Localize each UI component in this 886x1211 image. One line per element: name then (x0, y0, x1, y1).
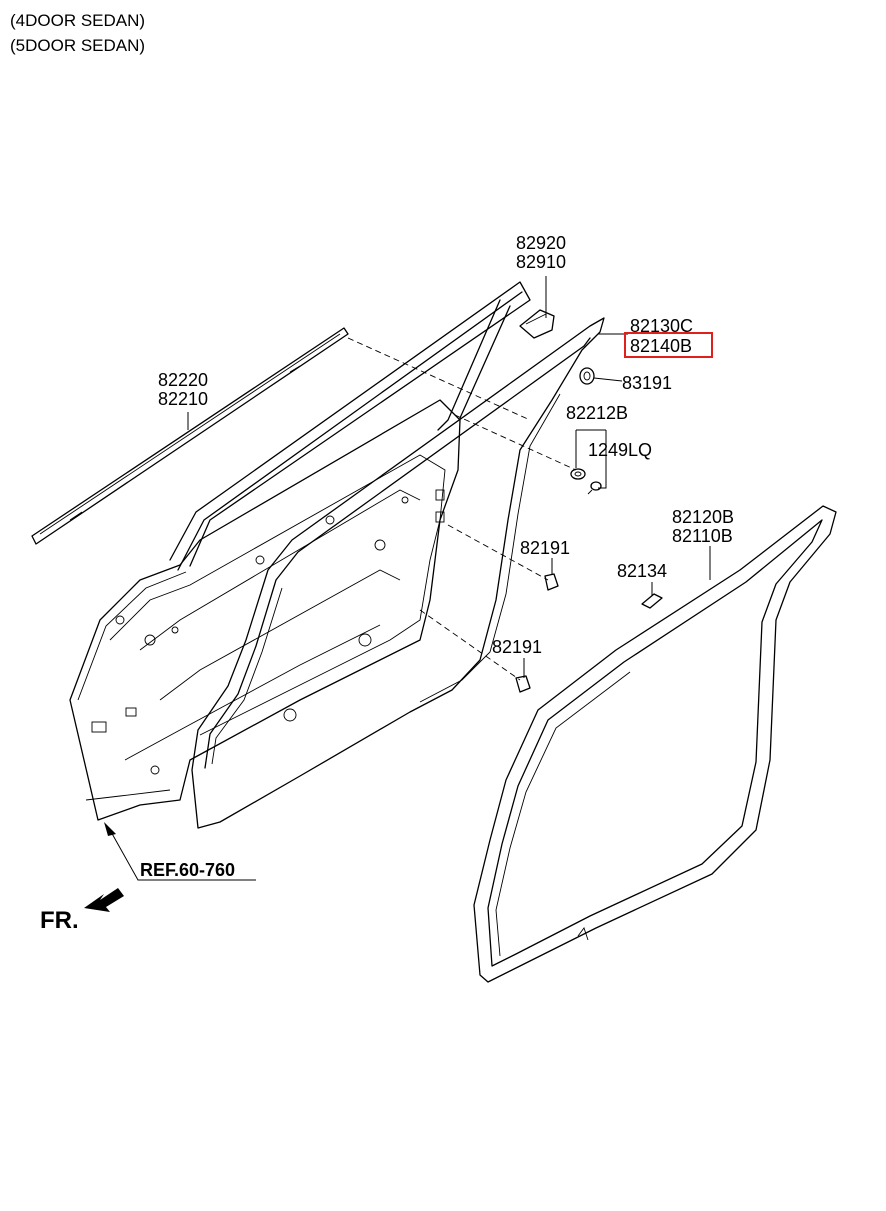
label-1249lq[interactable]: 1249LQ (588, 440, 652, 460)
label-ref[interactable]: REF.60-760 (140, 860, 235, 880)
label-82191-lower[interactable]: 82191 (492, 637, 542, 657)
label-82210[interactable]: 82210 (158, 389, 208, 409)
label-82910[interactable]: 82910 (516, 252, 566, 272)
plug-82191-upper (544, 573, 559, 591)
body-weatherstrip (473, 505, 837, 983)
plug-82191-lower (515, 675, 531, 693)
leader-83191 (593, 377, 623, 382)
tape-82134 (641, 593, 663, 609)
arrow-down-left-icon (84, 888, 124, 912)
label-82120b[interactable]: 82120B (672, 507, 734, 527)
grommet-82212b (570, 468, 586, 480)
label-82220[interactable]: 82220 (158, 370, 208, 390)
label-82130c[interactable]: 82130C (630, 316, 693, 336)
door-panel (69, 281, 531, 821)
door-frame-weatherstrip (191, 317, 605, 829)
front-direction-indicator: FR. (40, 888, 124, 934)
label-82191-upper[interactable]: 82191 (520, 538, 570, 558)
plug-lower-guide (419, 609, 521, 681)
clip-83191 (579, 367, 595, 385)
label-82134[interactable]: 82134 (617, 561, 667, 581)
label-82110b[interactable]: 82110B (672, 526, 733, 546)
corner-piece-82920 (519, 309, 555, 339)
label-82212b[interactable]: 82212B (566, 403, 628, 423)
plug-upper-guide (447, 524, 549, 581)
label-82140b[interactable]: 82140B (630, 336, 692, 356)
label-82920[interactable]: 82920 (516, 233, 566, 253)
screw-1249lq (587, 481, 602, 495)
header-5door: (5DOOR SEDAN) (10, 36, 145, 55)
grommet-guide (454, 414, 577, 471)
ref-arrowhead-icon (104, 822, 116, 836)
leader-82212b (575, 429, 607, 489)
label-83191[interactable]: 83191 (622, 373, 672, 393)
belt-molding-strip (31, 327, 349, 545)
highlight-box (624, 332, 713, 358)
leader-ref (109, 829, 256, 881)
label-fr: FR. (40, 907, 79, 934)
header-4door: (4DOOR SEDAN) (10, 11, 145, 30)
belt-molding-guide (347, 337, 531, 421)
